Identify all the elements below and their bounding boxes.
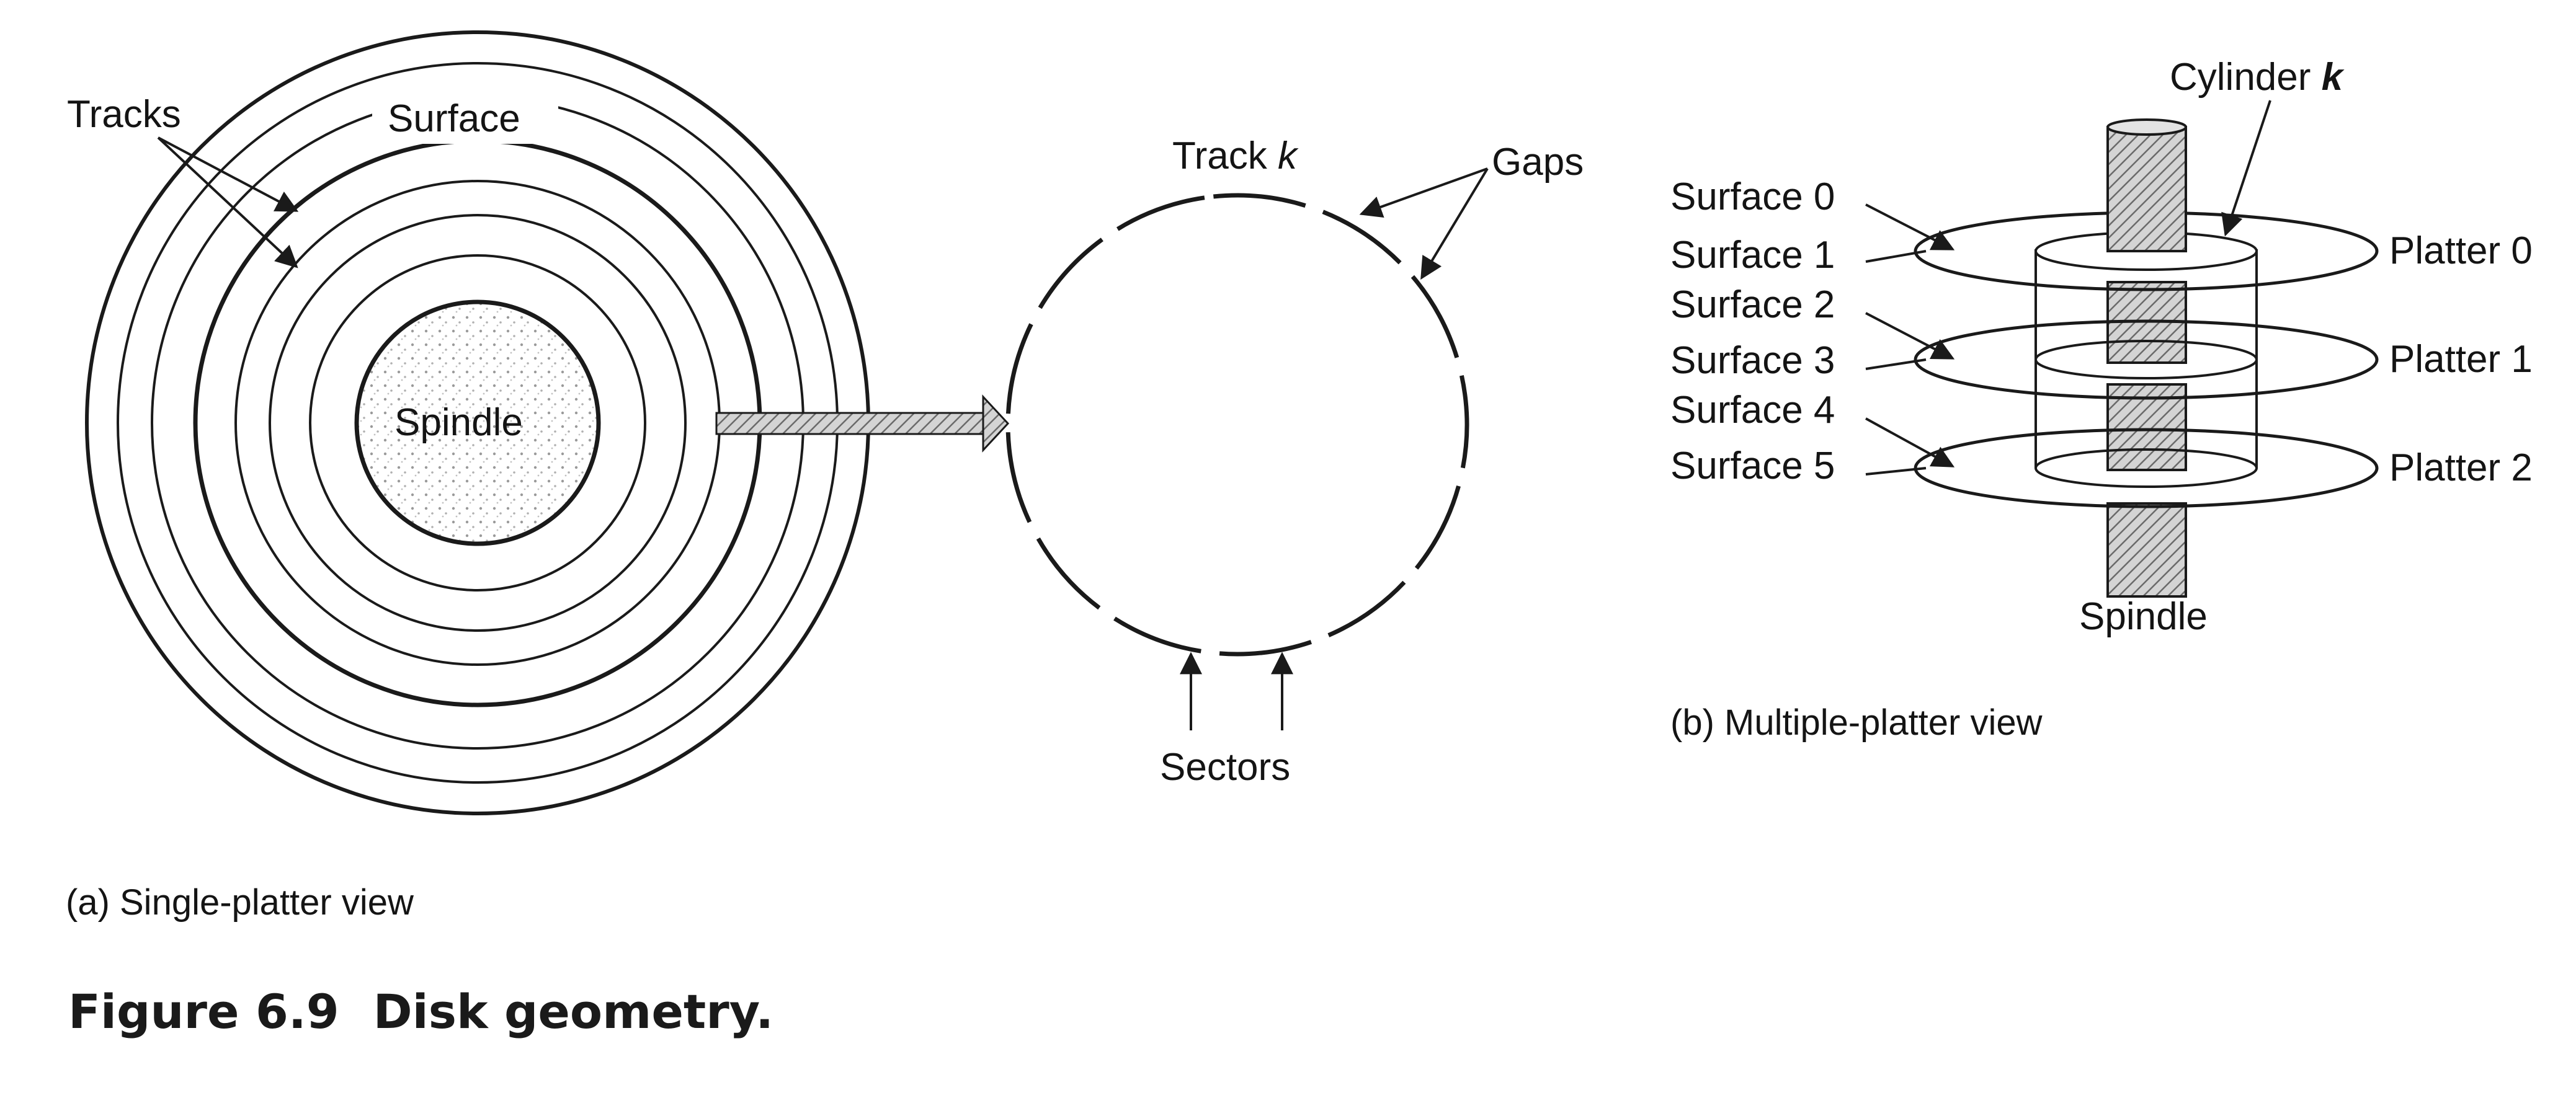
cylinder-k-label-prefix: Cylinder — [2170, 56, 2322, 99]
track-k-sectors — [1005, 193, 1469, 657]
panel-a-caption: (a) Single-platter view — [66, 882, 414, 923]
panel-b-caption: (b) Multiple-platter view — [1670, 702, 2043, 743]
spindle-hub — [354, 299, 601, 546]
cylinder-k-ring — [2035, 448, 2258, 488]
spindle-b-label: Spindle — [2079, 595, 2208, 638]
track-ring — [309, 254, 646, 591]
gaps-label: Gaps — [1492, 141, 1584, 184]
surface-3-label: Surface 3 — [1670, 339, 1835, 382]
track-ring — [269, 214, 687, 632]
gaps-arrow — [1420, 167, 1489, 280]
spindle-bottom — [2106, 502, 2187, 598]
surface-5-label: Surface 5 — [1670, 445, 1835, 487]
track-k-label-var: k — [1278, 135, 1299, 177]
spindle-top — [2106, 126, 2187, 252]
track-k-circle — [1005, 193, 1469, 657]
track-k-label: Track k — [1172, 135, 1299, 177]
figure-number: Figure 6.9 — [68, 984, 339, 1039]
cylinder-k-ring — [2035, 340, 2258, 379]
figure-title: Disk geometry. — [373, 984, 774, 1039]
surface-label: Surface — [388, 97, 520, 140]
surface-4-arrow — [1865, 417, 1955, 467]
surface-5-pointer — [1865, 467, 1927, 476]
magnify-arrow — [715, 394, 1010, 453]
surface-1-label: Surface 1 — [1670, 234, 1835, 277]
platter-0-label: Platter 0 — [2389, 229, 2533, 272]
tracks-label: Tracks — [67, 93, 181, 136]
platter-2-label: Platter 2 — [2389, 446, 2533, 489]
surface-2-label: Surface 2 — [1670, 283, 1835, 326]
platter-1-label: Platter 1 — [2389, 338, 2533, 381]
sectors-label: Sectors — [1160, 746, 1290, 789]
track-k-label-prefix: Track — [1172, 135, 1278, 177]
tracks-arrow — [158, 136, 299, 212]
spindle-top-cap — [2106, 118, 2187, 136]
surface-4-label: Surface 4 — [1670, 389, 1835, 432]
multi-platter-stack — [1914, 118, 2379, 598]
surface-label-backdrop — [372, 94, 558, 144]
cylinder-k-arrow — [2221, 100, 2271, 237]
gaps-arrow — [1359, 167, 1488, 218]
platter-1-disk — [1914, 319, 2379, 400]
surface-0-label: Surface 0 — [1670, 175, 1835, 218]
spindle-label: Spindle — [394, 401, 523, 444]
surface-3-pointer — [1865, 358, 1927, 370]
surface-2-arrow — [1865, 312, 1955, 360]
cylinder-k-label: Cylinder k — [2170, 56, 2345, 99]
surface-1-pointer — [1865, 250, 1927, 263]
tracks-arrow — [157, 136, 298, 268]
surface-0-arrow — [1865, 203, 1955, 250]
figure-caption: Figure 6.9 Disk geometry. — [68, 984, 773, 1039]
cylinder-k-label-var: k — [2322, 56, 2345, 99]
